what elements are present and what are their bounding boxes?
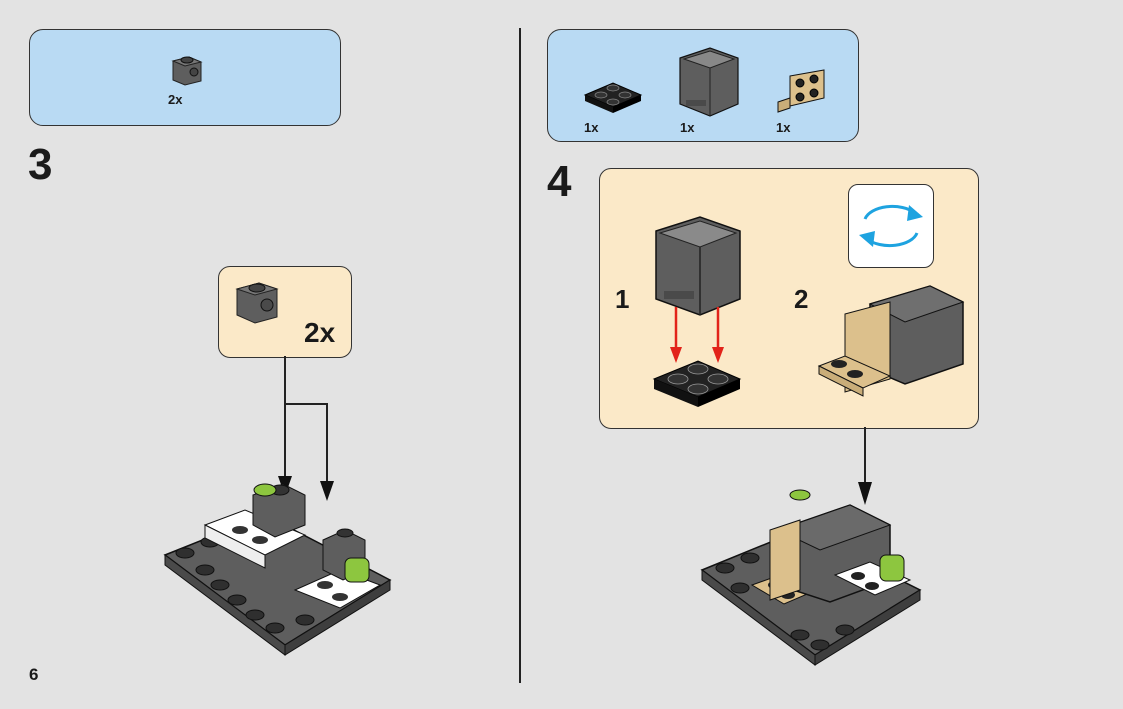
rotate-model-icon [859,204,923,248]
substep-number-1: 1 [615,284,630,314]
step4-parts-list: 1x 1x 1x [547,29,859,142]
container-box-icon [655,216,741,316]
step-number-4: 4 [547,157,572,206]
plate-2x2-black-icon [583,82,643,113]
brick-1x1-side-stud-icon [171,56,203,86]
step4-subassembly: 1 2 [599,168,979,429]
brick-1x1-side-stud-icon [235,282,279,324]
step4-part2-qty: 1x [680,120,695,135]
page-number: 6 [29,665,39,684]
step3-callout-qty: 2x [304,317,336,348]
step3-placement-arrows [278,356,334,501]
step4-part3-qty: 1x [776,120,791,135]
step3-callout: 2x [218,266,352,358]
container-box-icon [679,47,739,117]
step3-part-qty: 2x [168,92,183,107]
step-number-3: 3 [28,140,53,189]
step3-parts-list: 2x [29,29,341,126]
step4-model-illustration [700,489,922,667]
substep-number-2: 2 [794,284,809,314]
rotate-model-indicator [848,184,934,268]
bracket-2x2-tan-icon [777,69,825,113]
red-placement-arrows [670,307,724,363]
step4-part1-qty: 1x [584,120,599,135]
step3-model-illustration [163,483,392,656]
plate-2x2-black-icon [652,360,742,407]
page-divider [519,28,521,683]
substep2-assembly-illustration [817,285,965,397]
step4-placement-arrow [858,427,872,505]
